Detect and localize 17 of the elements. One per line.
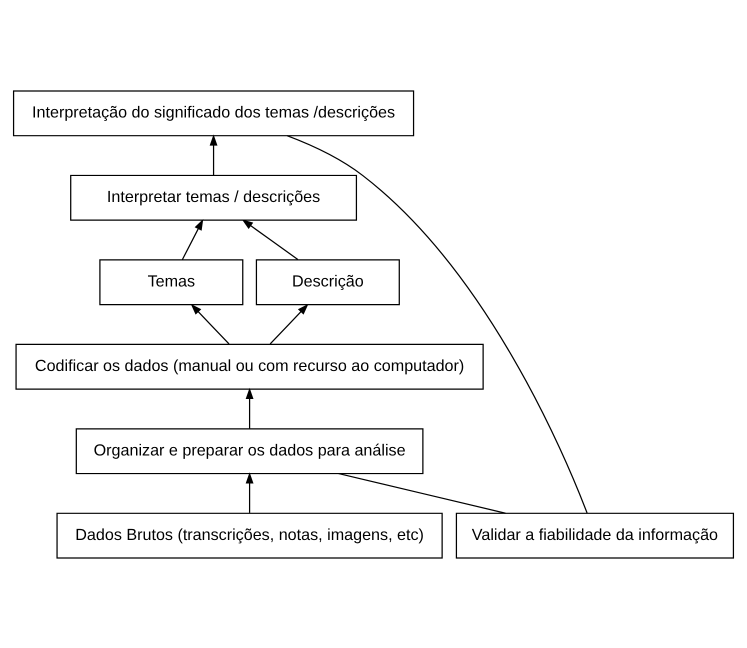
connector <box>286 134 588 513</box>
arrow <box>190 303 230 344</box>
node-box: Organizar e preparar os dados para análise <box>76 428 424 474</box>
node-box: Dados Brutos (transcrições, notas, imagens, etc) <box>56 512 443 558</box>
connector <box>338 472 506 514</box>
arrow <box>242 218 298 260</box>
node-box: Interpretar temas / descrições <box>70 174 358 220</box>
arrow <box>210 134 218 175</box>
node-box: Temas <box>99 258 244 305</box>
node-box: Descrição <box>256 258 400 305</box>
arrow <box>246 387 254 428</box>
node-box: Validar a fiabilidade da informação <box>456 512 734 558</box>
arrow <box>270 303 308 344</box>
node-box: Interpretação do significado dos temas /descrições <box>12 90 414 136</box>
node-box: Codificar os dados (manual ou com recurso ao computador) <box>15 343 484 390</box>
arrow <box>182 218 204 260</box>
arrow <box>246 472 254 512</box>
